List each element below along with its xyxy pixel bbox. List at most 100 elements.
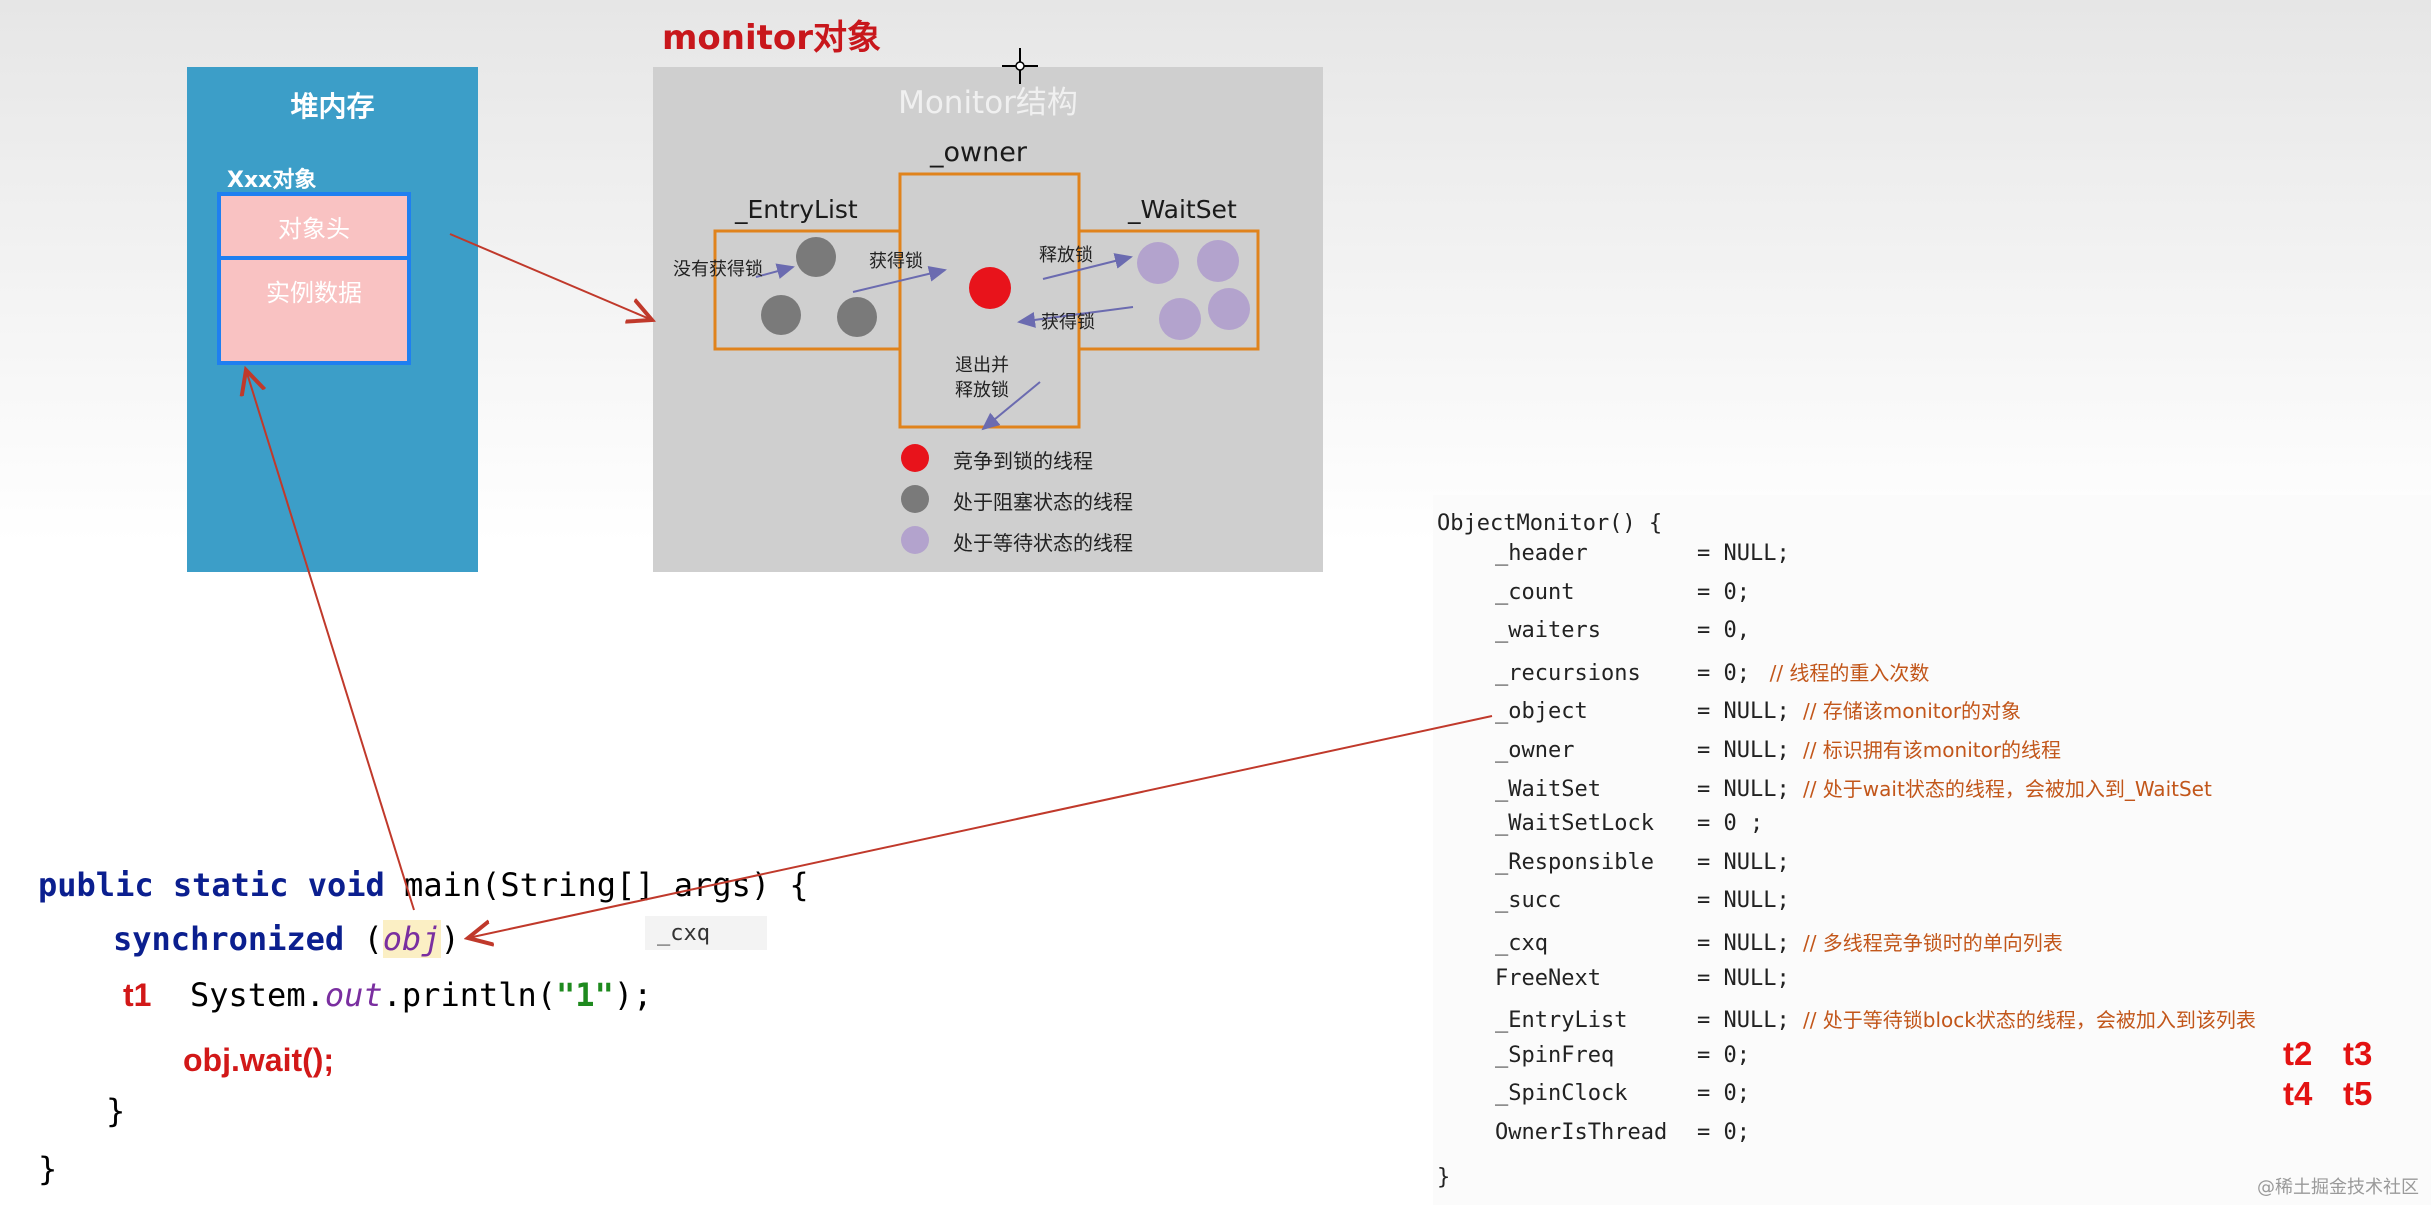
waiting-thread <box>1208 288 1250 330</box>
blocked-thread <box>796 237 836 277</box>
obj-highlight: obj <box>382 920 441 958</box>
om-field-name: _WaitSetLock <box>1495 811 1654 837</box>
om-field-name: _EntryList <box>1495 1008 1628 1034</box>
om-field-line: _owner = NULL; // 标识拥有该monitor的线程 <box>1495 734 2061 763</box>
object-block: 对象头 实例数据 <box>217 192 411 365</box>
om-field-line: FreeNext = NULL; <box>1495 966 1790 991</box>
thread-label-t3: t3 <box>2343 1035 2373 1072</box>
blocked-thread <box>761 295 801 335</box>
code-line-wait: obj.wait(); <box>183 1042 335 1078</box>
om-field-line: OwnerIsThread = 0; <box>1495 1120 1750 1145</box>
om-field-name: _Responsible <box>1495 849 1654 875</box>
arrow-exit <box>981 381 1041 431</box>
arrow-get-lock-back <box>1017 306 1134 328</box>
legend-waiting: 处于等待状态的线程 <box>953 531 1133 555</box>
watermark: @稀土掘金技术社区 <box>2257 1177 2419 1198</box>
om-field-name: _recursions <box>1495 660 1641 686</box>
om-field-line: _cxq = NULL; // 多线程竞争锁时的单向列表 <box>1495 927 2063 956</box>
om-field-value: = NULL; <box>1697 738 1790 763</box>
om-field-line: _Responsible= NULL; <box>1495 850 1790 875</box>
om-field-value: = 0; <box>1697 1081 1750 1107</box>
om-header: ObjectMonitor() { <box>1437 511 1663 536</box>
java-code-block: public static void main(String[] args) {… <box>38 860 998 1200</box>
om-field-line: _waiters = 0, <box>1495 618 1750 643</box>
owner-label: _owner <box>930 137 1027 168</box>
monitor-structure-diagram <box>713 172 1260 554</box>
om-field-value: = 0; <box>1697 660 1750 686</box>
om-field-line: _EntryList= NULL; // 处于等待锁block状态的线程，会被加… <box>1495 1004 2256 1033</box>
om-field-name: _header <box>1495 541 1588 566</box>
om-field-line: _count = 0; <box>1495 580 1750 605</box>
thread-label-t2: t2 <box>2283 1035 2313 1072</box>
om-field-comment: // 线程的重入次数 <box>1763 660 1930 685</box>
om-field-value: = NULL; <box>1697 699 1790 725</box>
heap-memory-panel: 堆内存 Xxx对象 对象头 实例数据 <box>187 67 478 572</box>
om-field-value: = NULL; <box>1697 776 1790 802</box>
om-field-name: _waiters <box>1495 618 1601 644</box>
monitor-structure-panel: Monitor结构 _owner _EntryLi <box>653 67 1323 572</box>
owner-thread <box>969 267 1011 309</box>
om-footer: } <box>1437 1165 1451 1190</box>
arrow-header-to-monitor <box>449 233 652 320</box>
legend-competing: 竞争到锁的线程 <box>953 449 1093 473</box>
legend-dot-gray <box>901 485 929 513</box>
om-field-value: = NULL; <box>1697 965 1790 991</box>
legend-dot-red <box>901 444 929 472</box>
monitor-title: monitor对象 <box>662 18 882 58</box>
waiting-thread <box>1159 298 1201 340</box>
entrylist-label: _EntryList <box>735 195 858 224</box>
om-field-line: _object = NULL; // 存储该monitor的对象 <box>1495 695 2021 724</box>
om-field-comment: // 存储该monitor的对象 <box>1802 699 2022 724</box>
arrow-into-entrylist <box>755 263 795 279</box>
object-monitor-panel: ObjectMonitor() { _header = NULL; _count = … <box>1433 495 2431 1205</box>
arrow-release-lock <box>1042 253 1133 280</box>
om-field-name: _count <box>1495 579 1575 605</box>
om-field-name: _cxq <box>1495 931 1548 956</box>
code-close-inner: } <box>106 1092 126 1130</box>
monitor-structure-title: Monitor结构 <box>898 85 1078 121</box>
exit-label-2: 释放锁 <box>955 380 1009 401</box>
waiting-thread <box>1137 242 1179 284</box>
code-line-println: t1 System.out.println("1"); <box>123 976 653 1014</box>
om-field-line: _SpinClock = 0; <box>1495 1081 1750 1106</box>
om-field-line: _WaitSetLock = 0 ; <box>1495 811 1763 836</box>
om-field-name: _SpinClock <box>1495 1081 1628 1107</box>
om-field-value: = NULL; <box>1697 888 1790 914</box>
release-lock-label: 释放锁 <box>1039 245 1093 266</box>
thread-label-t4: t4 <box>2283 1075 2313 1112</box>
om-field-comment: // 处于wait状态的线程，会被加入到_WaitSet <box>1802 776 2212 801</box>
legend-blocked: 处于阻塞状态的线程 <box>953 490 1133 514</box>
om-field-value: = NULL; <box>1697 541 1790 566</box>
om-field-comment: // 多线程竞争锁时的单向列表 <box>1802 931 2063 955</box>
om-field-value: = 0, <box>1697 618 1750 644</box>
om-field-value: = 0 ; <box>1697 811 1764 837</box>
legend-dot-purple <box>901 526 929 554</box>
om-field-comment: // 处于等待锁block状态的线程，会被加入到该列表 <box>1802 1008 2256 1033</box>
om-field-line: _WaitSet = NULL; // 处于wait状态的线程，会被加入到_Wai… <box>1495 773 2212 802</box>
code-close-outer: } <box>38 1150 58 1188</box>
om-field-comment: // 标识拥有该monitor的线程 <box>1802 738 2062 762</box>
om-field-name: OwnerIsThread <box>1495 1120 1668 1145</box>
get-lock-label: 获得锁 <box>869 251 923 272</box>
get-lock-back-label: 获得锁 <box>1041 312 1095 333</box>
om-field-value: = 0; <box>1697 579 1750 605</box>
instance-data: 实例数据 <box>266 278 362 307</box>
om-field-value: = 0; <box>1697 1042 1750 1068</box>
object-label: Xxx对象 <box>227 168 317 193</box>
blocked-thread <box>837 297 877 337</box>
arrow-get-lock <box>852 265 947 293</box>
cxq-tag: _cxq <box>645 916 767 950</box>
code-line-synchronized: synchronized (obj) <box>113 920 460 958</box>
no-lock-label: 没有获得锁 <box>673 259 763 280</box>
crosshair-cursor-icon <box>1002 48 1038 84</box>
om-field-name: _WaitSet <box>1495 776 1601 802</box>
om-field-name: _object <box>1495 699 1588 725</box>
waiting-thread <box>1197 240 1239 282</box>
om-field-value: = 0; <box>1697 1120 1750 1145</box>
om-field-name: FreeNext <box>1495 965 1601 991</box>
code-line-main: public static void main(String[] args) { <box>38 866 809 904</box>
om-field-name: _succ <box>1495 888 1562 914</box>
thread-label-t5: t5 <box>2343 1075 2373 1112</box>
om-field-value: = NULL; <box>1697 931 1790 956</box>
om-field-name: _owner <box>1495 738 1575 763</box>
